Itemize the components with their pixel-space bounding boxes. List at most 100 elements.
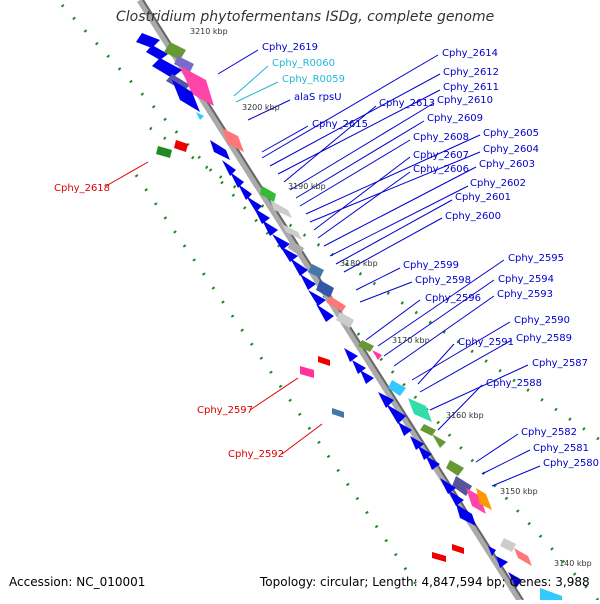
gene-labels[interactable]: Cphy_2619 Cphy_R0060 Cphy_R0059 alaS rps… [262, 42, 599, 469]
cds-feature[interactable] [260, 186, 276, 202]
cds-feature[interactable] [488, 546, 496, 556]
cds-feature[interactable] [288, 240, 304, 256]
gene-label[interactable]: alaS rpsU [294, 92, 342, 103]
reverse-gene-labels[interactable]: Cphy_2618 Cphy_2597 Cphy_2592 [54, 183, 284, 460]
cds-feature[interactable] [452, 544, 464, 554]
cds-feature[interactable] [300, 274, 316, 290]
cds-feature[interactable] [196, 112, 204, 120]
cds-feature[interactable] [238, 184, 252, 200]
cds-feature[interactable] [230, 172, 244, 188]
cds-feature[interactable] [344, 348, 358, 362]
gene-label[interactable]: Cphy_2600 [445, 211, 501, 222]
gene-label[interactable]: Cphy_2606 [413, 164, 469, 175]
gene-label[interactable]: Cphy_2596 [425, 293, 481, 304]
cds-feature[interactable] [326, 296, 346, 312]
gene-label[interactable]: Cphy_2587 [532, 358, 588, 369]
gene-label[interactable]: Cphy_2581 [533, 443, 589, 454]
cds-feature[interactable] [254, 208, 270, 224]
cds-feature[interactable] [420, 424, 436, 436]
cds-feature[interactable] [360, 370, 374, 384]
gene-label[interactable]: Cphy_2619 [262, 42, 318, 53]
gene-label[interactable]: Cphy_2590 [514, 315, 570, 326]
gene-label[interactable]: Cphy_2597 [197, 405, 253, 416]
cds-feature[interactable] [210, 140, 230, 160]
cds-feature[interactable] [358, 340, 374, 352]
cds-feature[interactable] [308, 290, 326, 306]
cds-feature[interactable] [388, 380, 406, 396]
cds-feature[interactable] [476, 488, 492, 510]
cds-feature[interactable] [410, 436, 424, 450]
cds-feature[interactable] [164, 42, 186, 60]
cds-feature[interactable] [408, 398, 432, 422]
cds-feature[interactable] [222, 160, 236, 176]
gene-label[interactable]: Cphy_2580 [543, 458, 599, 469]
cds-feature[interactable] [352, 360, 366, 374]
cds-feature[interactable] [166, 74, 190, 91]
cds-feature[interactable] [146, 45, 168, 60]
gene-label[interactable]: Cphy_2614 [442, 48, 498, 59]
gene-label[interactable]: Cphy_2604 [483, 144, 539, 155]
cds-feature[interactable] [332, 408, 344, 418]
gene-label[interactable]: Cphy_2601 [455, 192, 511, 203]
cds-feature[interactable] [372, 350, 382, 360]
cds-feature[interactable] [398, 422, 412, 436]
cds-feature[interactable] [280, 246, 298, 262]
gene-label[interactable]: Cphy_2615 [312, 119, 368, 130]
gene-label[interactable]: Cphy_2588 [486, 378, 542, 389]
gene-label[interactable]: Cphy_2599 [403, 260, 459, 271]
cds-feature[interactable] [270, 200, 292, 218]
gene-label[interactable]: Cphy_2598 [415, 275, 471, 286]
gene-label[interactable]: Cphy_2594 [498, 274, 554, 285]
cds-feature[interactable] [432, 434, 446, 448]
gene-label[interactable]: Cphy_2609 [427, 113, 483, 124]
cds-feature[interactable] [318, 356, 330, 366]
cds-feature[interactable] [336, 312, 354, 328]
gene-label[interactable]: Cphy_2618 [54, 183, 110, 194]
gene-label[interactable]: Cphy_2613 [379, 98, 435, 109]
gene-label[interactable]: Cphy_2611 [443, 82, 499, 93]
gene-label[interactable]: Cphy_2610 [437, 95, 493, 106]
reverse-feature-track[interactable] [156, 140, 464, 562]
cds-feature[interactable] [540, 588, 562, 600]
cds-feature[interactable] [386, 404, 406, 424]
cds-feature[interactable] [378, 392, 394, 408]
cds-feature[interactable] [496, 556, 508, 568]
cds-feature[interactable] [446, 460, 464, 476]
cds-feature[interactable] [316, 304, 334, 322]
feature-track[interactable] [136, 33, 562, 600]
cds-feature[interactable] [290, 258, 308, 276]
cds-feature[interactable] [152, 58, 182, 78]
gene-label[interactable]: Cphy_2612 [443, 67, 499, 78]
cds-feature[interactable] [300, 366, 314, 378]
cds-feature[interactable] [174, 56, 194, 72]
cds-feature[interactable] [466, 488, 486, 514]
gene-label[interactable]: Cphy_2608 [413, 132, 469, 143]
cds-feature[interactable] [432, 552, 446, 562]
gene-label[interactable]: Cphy_R0059 [282, 74, 345, 85]
cds-feature[interactable] [418, 446, 432, 460]
gene-label[interactable]: Cphy_2595 [508, 253, 564, 264]
cds-feature[interactable] [172, 80, 200, 112]
cds-feature[interactable] [174, 140, 188, 152]
cds-feature[interactable] [456, 504, 476, 526]
cds-feature[interactable] [508, 572, 522, 588]
cds-feature[interactable] [308, 264, 324, 278]
cds-feature[interactable] [426, 456, 440, 470]
cds-feature[interactable] [136, 33, 160, 48]
gene-label[interactable]: Cphy_2593 [497, 289, 553, 300]
gene-label[interactable]: Cphy_2589 [516, 333, 572, 344]
cds-feature[interactable] [262, 220, 278, 236]
gene-label[interactable]: Cphy_R0060 [272, 58, 335, 69]
cds-feature[interactable] [500, 538, 516, 552]
cds-feature[interactable] [448, 490, 464, 506]
cds-feature[interactable] [246, 196, 262, 212]
gene-label[interactable]: Cphy_2605 [483, 128, 539, 139]
cds-feature[interactable] [514, 548, 532, 566]
gene-label[interactable]: Cphy_2582 [521, 427, 577, 438]
cds-feature[interactable] [180, 66, 214, 106]
cds-feature[interactable] [440, 478, 456, 494]
gene-label[interactable]: Cphy_2603 [479, 159, 535, 170]
gene-label[interactable]: Cphy_2592 [228, 449, 284, 460]
